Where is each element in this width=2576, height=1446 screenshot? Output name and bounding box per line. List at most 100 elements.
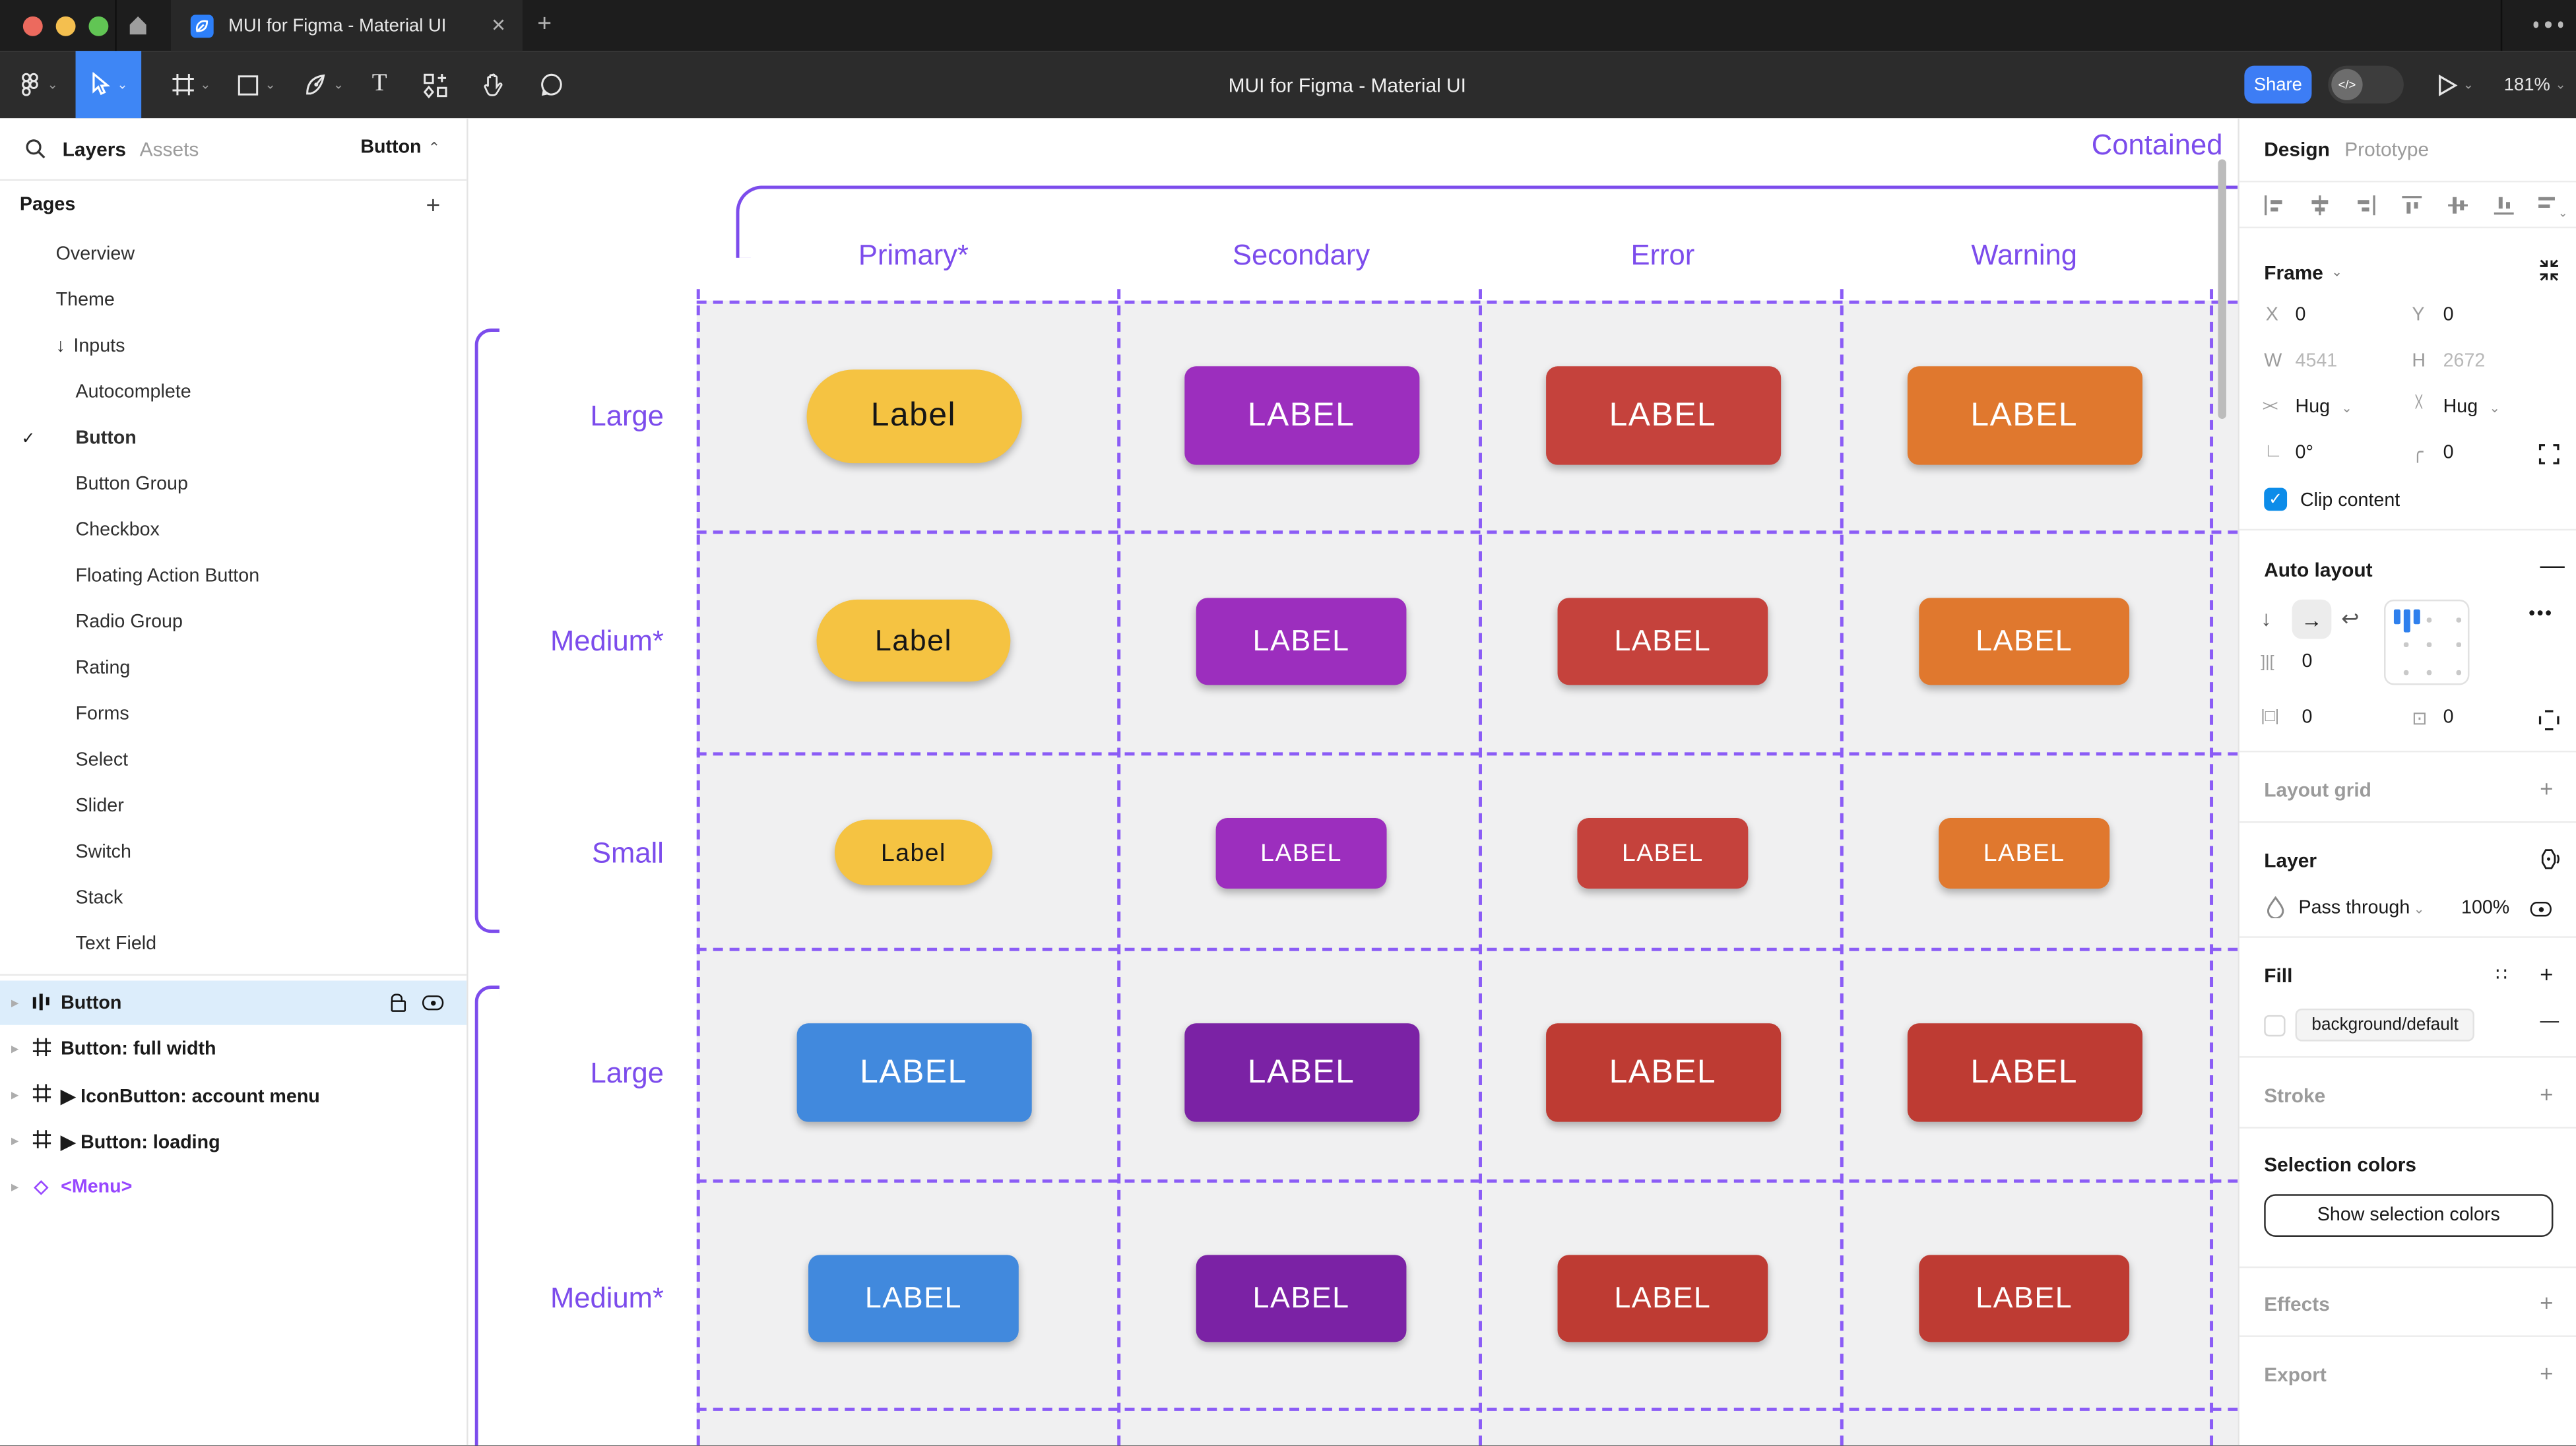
window-minimize-traffic-light[interactable] (55, 16, 76, 36)
rotation-input[interactable]: 0° (2295, 443, 2313, 464)
layer-expand-chevron-icon[interactable]: ▸ (11, 1133, 18, 1148)
home-icon[interactable] (125, 11, 151, 46)
page-item-autocomplete[interactable]: Autocomplete (0, 369, 467, 416)
blend-mode-select[interactable]: Pass through (2298, 898, 2410, 918)
canvas-scrollbar[interactable] (2218, 159, 2226, 419)
page-item-rating[interactable]: Rating (0, 646, 467, 692)
canvas-button-medium-primary[interactable]: LABEL (808, 1254, 1019, 1342)
window-close-traffic-light[interactable] (22, 16, 43, 36)
new-tab-button[interactable]: + (537, 9, 552, 38)
window-zoom-traffic-light[interactable] (88, 16, 109, 36)
layout-horizontal-icon-selected[interactable]: → (2292, 599, 2332, 639)
layer-row-button-full-width[interactable]: ▸Button: full width (0, 1026, 467, 1071)
layer-row-button[interactable]: ▸Button (0, 980, 467, 1025)
hand-tool[interactable] (472, 51, 515, 118)
layer-expand-chevron-icon[interactable]: ▸ (11, 1041, 18, 1057)
layer-expand-chevron-icon[interactable]: ▸ (11, 1087, 18, 1102)
gap-input[interactable]: 0 (2302, 652, 2313, 672)
zoom-level-menu[interactable]: 181%⌄ (2503, 75, 2566, 95)
independent-corners-icon[interactable] (2538, 443, 2560, 470)
align-right-icon[interactable] (2354, 194, 2377, 222)
canvas-button-large-error[interactable]: LABEL (1545, 366, 1780, 465)
unlock-icon[interactable] (391, 993, 406, 1012)
dev-mode-toggle[interactable]: </> (2328, 65, 2404, 104)
align-v-center-icon[interactable] (2447, 194, 2470, 222)
canvas-button-small-secondary[interactable]: LABEL (1215, 817, 1387, 888)
tab-design[interactable]: Design (2264, 138, 2330, 162)
hug-horizontal-select[interactable]: Hug (2295, 397, 2331, 418)
page-item-theme[interactable]: Theme (0, 278, 467, 324)
search-icon[interactable] (24, 138, 46, 168)
add-export-button[interactable]: + (2540, 1360, 2554, 1387)
canvas-button-medium-primary[interactable]: Label (816, 599, 1011, 682)
add-layout-grid-button[interactable]: + (2540, 775, 2554, 802)
y-input[interactable]: 0 (2443, 305, 2454, 326)
add-fill-button[interactable]: + (2540, 960, 2554, 988)
remove-auto-layout-button[interactable]: — (2540, 551, 2565, 580)
vertical-padding-input[interactable]: 0 (2443, 708, 2454, 728)
blend-mode-icon[interactable] (2537, 848, 2560, 875)
text-tool[interactable]: T (371, 71, 387, 97)
file-title[interactable]: MUI for Figma - Material UI (1228, 73, 1466, 96)
tab-assets[interactable]: Assets (139, 138, 199, 162)
fill-color-swatch[interactable] (2264, 1015, 2286, 1037)
pen-tool[interactable]: ⌄ (294, 51, 354, 118)
layer-expand-chevron-icon[interactable]: ▸ (11, 1179, 18, 1195)
frame-title-chevron-icon[interactable]: ⌄ (2331, 264, 2343, 280)
page-item-overview[interactable]: Overview (0, 232, 467, 278)
layer-expand-chevron-icon[interactable]: ▸ (11, 995, 18, 1011)
canvas-button-small-error[interactable]: LABEL (1577, 817, 1749, 888)
canvas-button-medium-error[interactable]: LABEL (1557, 1254, 1768, 1342)
page-item-button[interactable]: ✓Button (0, 416, 467, 462)
canvas-button-large-primary[interactable]: LABEL (796, 1023, 1031, 1122)
canvas-button-medium-warning[interactable]: LABEL (1919, 597, 2130, 685)
canvas-button-large-error[interactable]: LABEL (1545, 1023, 1780, 1122)
page-item-forms[interactable]: Forms (0, 691, 467, 738)
page-item-button-group[interactable]: Button Group (0, 462, 467, 508)
page-item-inputs[interactable]: ↓Inputs (0, 324, 467, 370)
page-item-checkbox[interactable]: Checkbox (0, 507, 467, 553)
comment-tool[interactable] (529, 51, 572, 118)
fill-styles-icon[interactable]: ∷ (2496, 966, 2509, 986)
align-h-center-icon[interactable] (2308, 194, 2331, 222)
clip-content-checkbox[interactable]: ✓ (2264, 487, 2288, 511)
add-stroke-button[interactable]: + (2540, 1081, 2554, 1108)
page-item-floating-action-button[interactable]: Floating Action Button (0, 553, 467, 600)
w-input[interactable]: 4541 (2295, 351, 2338, 371)
show-selection-colors-button[interactable]: Show selection colors (2264, 1194, 2554, 1237)
move-tool-selected[interactable]: ⌄ (75, 51, 142, 119)
fill-token-chip[interactable]: background/default (2295, 1008, 2475, 1042)
canvas-button-large-warning[interactable]: LABEL (1906, 366, 2142, 465)
resources-tool[interactable] (414, 51, 457, 118)
page-item-radio-group[interactable]: Radio Group (0, 600, 467, 646)
shape-tool[interactable]: ⌄ (227, 51, 286, 118)
document-tab[interactable]: MUI for Figma - Material UI ✕ (170, 0, 523, 51)
canvas-button-medium-secondary[interactable]: LABEL (1196, 1254, 1407, 1342)
canvas-button-large-warning[interactable]: LABEL (1906, 1023, 2142, 1122)
main-menu-button[interactable]: ⌄ (13, 51, 63, 118)
corner-radius-input[interactable]: 0 (2443, 443, 2454, 464)
layout-wrap-icon[interactable]: ↩ (2341, 606, 2360, 631)
overflow-menu-icon[interactable] (2532, 21, 2563, 28)
tab-prototype[interactable]: Prototype (2344, 138, 2430, 162)
canvas-button-medium-warning[interactable]: LABEL (1919, 1254, 2130, 1342)
page-item-text-field[interactable]: Text Field (0, 922, 467, 968)
layer-row--button-loading[interactable]: ▸▶ Button: loading (0, 1119, 467, 1163)
present-button[interactable]: ⌄ (2437, 51, 2474, 118)
collapse-panel-icon[interactable] (2538, 259, 2560, 286)
page-item-select[interactable]: Select (0, 738, 467, 784)
collapse-arrow-icon[interactable]: ↓ (55, 336, 65, 357)
align-bottom-icon[interactable] (2492, 194, 2515, 222)
tab-layers[interactable]: Layers (62, 138, 126, 162)
canvas-button-small-primary[interactable]: Label (834, 819, 992, 886)
horizontal-padding-input[interactable]: 0 (2302, 708, 2313, 728)
align-top-icon[interactable] (2400, 194, 2424, 222)
hug-vertical-select[interactable]: Hug (2443, 397, 2478, 418)
frame-name-label[interactable]: Contained (2091, 128, 2223, 162)
align-left-icon[interactable] (2263, 194, 2286, 222)
remove-fill-button[interactable]: — (2540, 1011, 2560, 1032)
alignment-widget[interactable] (2383, 599, 2470, 685)
auto-layout-more-icon[interactable]: ••• (2528, 604, 2554, 625)
independent-padding-icon[interactable] (2538, 710, 2560, 736)
page-item-switch[interactable]: Switch (0, 829, 467, 875)
